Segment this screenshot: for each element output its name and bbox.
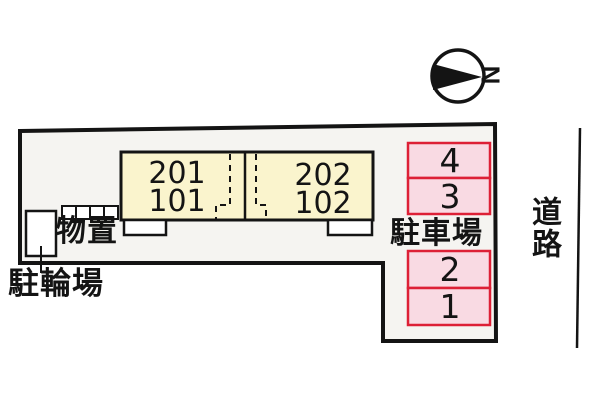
car-parking-label: 駐車場 [390, 217, 483, 250]
parking-space-3 [406, 176, 492, 216]
unit-101-label: 101 [148, 184, 205, 219]
compass-north-label: N [475, 65, 506, 85]
unit-202-label: 202 [294, 158, 351, 193]
bicycle-parking-label: 駐輪場 [8, 266, 104, 301]
storage-shed-cell [103, 205, 119, 220]
road-edge-line [575, 127, 582, 349]
unit-102-label: 102 [294, 186, 351, 221]
entry-step-right [326, 218, 374, 237]
parking-space-3-number: 3 [440, 177, 461, 216]
compass-arrow-icon [433, 64, 482, 90]
parking-space-1 [406, 286, 492, 327]
entrance-dashed-path-right [255, 154, 267, 220]
road-label: 道路 [527, 196, 560, 260]
storage-label: 物置 [56, 215, 118, 248]
parking-space-2-number: 2 [440, 250, 461, 289]
parking-space-4-number: 4 [440, 141, 461, 180]
unit-201-label: 201 [148, 156, 205, 191]
parking-space-1-number: 1 [440, 287, 461, 326]
building-outline [119, 150, 375, 222]
entrance-dashed-path-left [215, 154, 231, 220]
entry-step-left [122, 218, 168, 237]
